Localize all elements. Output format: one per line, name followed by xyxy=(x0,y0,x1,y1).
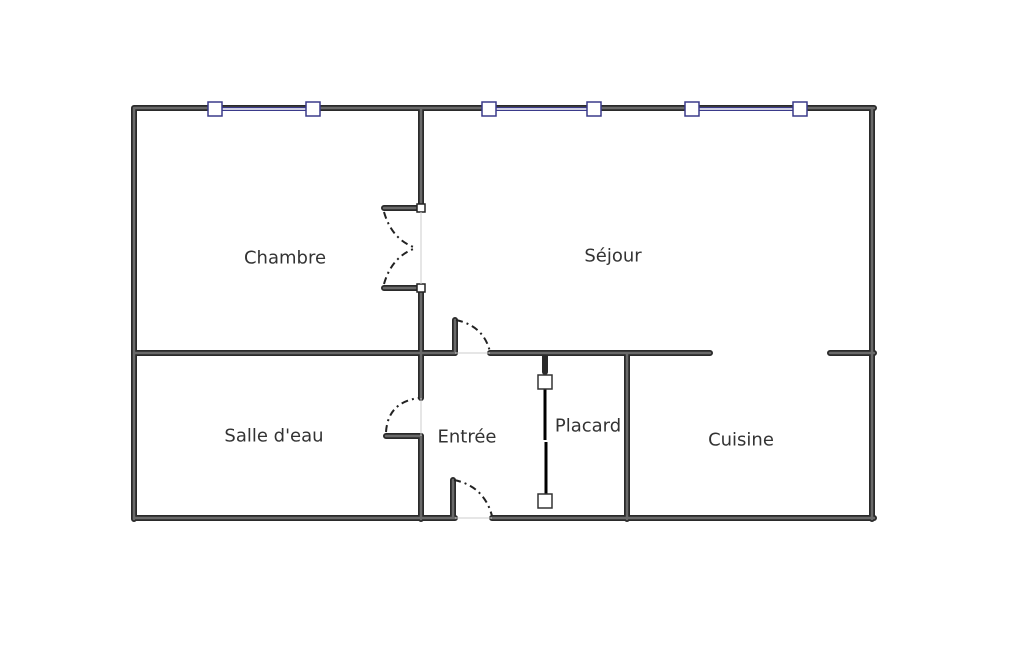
room-label-sejour: Séjour xyxy=(584,245,642,267)
windows xyxy=(207,101,808,117)
window-frame xyxy=(586,101,602,117)
door-swing xyxy=(385,397,420,433)
window-frame xyxy=(792,101,808,117)
placard-sliding-door xyxy=(537,374,553,509)
double-door-swing xyxy=(383,211,417,285)
room-label-cuisine: Cuisine xyxy=(708,429,774,451)
window-frame xyxy=(305,101,321,117)
door-hinge xyxy=(416,203,426,213)
room-label-placard: Placard xyxy=(554,415,622,437)
room-label-salle-deau: Salle d'eau xyxy=(224,425,324,447)
window-frame xyxy=(684,101,700,117)
room-label-entree: Entrée xyxy=(437,426,497,448)
walls xyxy=(131,105,877,522)
doors xyxy=(383,203,493,519)
window-frame xyxy=(481,101,497,117)
window-frame xyxy=(207,101,223,117)
door-swing xyxy=(453,479,493,517)
door-hinge xyxy=(416,283,426,293)
room-label-chambre: Chambre xyxy=(243,247,327,269)
door-swing xyxy=(455,319,491,353)
